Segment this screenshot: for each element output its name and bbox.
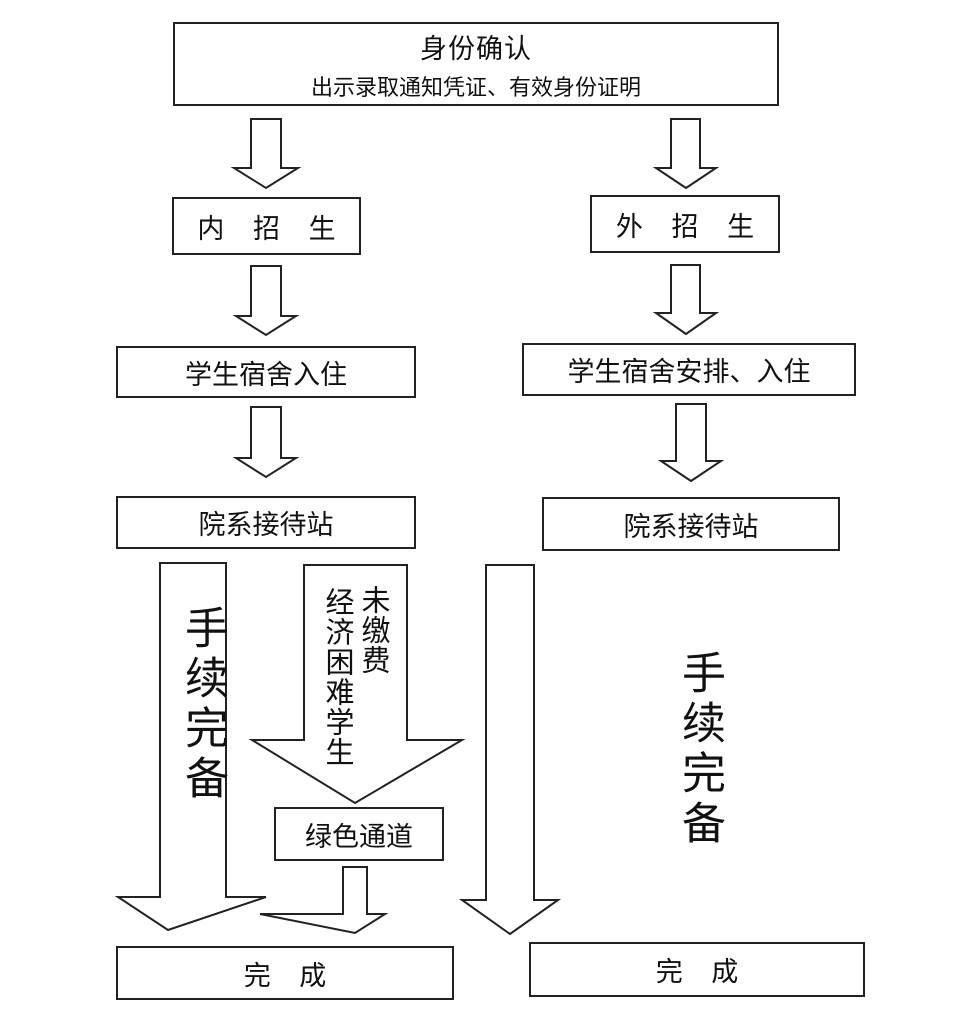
station-left-label: 院系接待站 [198,510,334,541]
identity-check-box: 身份确认 出示录取通知凭证、有效身份证明 [173,22,779,106]
station-left-box: 院系接待站 [116,496,416,549]
arrow-down-green-to-finish [259,866,389,935]
finish-left-label: 完 成 [243,960,337,992]
arrow-down-start-to-internal [230,118,302,190]
external-students-label: 外 招 生 [615,211,765,243]
dorm-checkin-right-box: 学生宿舍安排、入住 [522,343,856,396]
finish-right-label: 完 成 [655,957,749,988]
unpaid-label: 未缴费 [357,585,391,675]
hardship-students-label: 经济困难学生 [321,587,355,767]
dorm-checkin-left-label: 学生宿舍入住 [185,359,347,391]
arrow-down-dorm-to-station-right [657,403,725,483]
station-right-box: 院系接待站 [542,497,840,551]
identity-check-title: 身份确认 [420,33,532,65]
arrow-down-unpaid [248,564,466,805]
green-channel-box: 绿色通道 [274,807,444,861]
arrow-down-complete-right [458,564,562,936]
dorm-checkin-left-box: 学生宿舍入住 [116,346,416,398]
internal-students-box: 内 招 生 [172,197,361,255]
complete-left-label: 手续完备 [177,605,228,805]
external-students-box: 外 招 生 [590,195,780,253]
green-channel-label: 绿色通道 [305,821,413,853]
dorm-checkin-right-label: 学生宿舍安排、入住 [567,357,811,388]
finish-right-box: 完 成 [529,942,865,997]
arrow-down-dorm-to-station-left [232,406,300,479]
finish-left-box: 完 成 [116,946,454,1000]
arrow-down-internal-to-dorm [232,265,300,337]
arrow-down-start-to-external [652,118,720,190]
internal-students-label: 内 招 生 [197,213,346,245]
arrow-down-external-to-dorm [652,264,720,336]
complete-right-label: 手续完备 [674,650,725,850]
identity-check-subtitle: 出示录取通知凭证、有效身份证明 [310,75,641,101]
arrow-down-complete-left [114,562,267,932]
station-right-label: 院系接待站 [623,511,759,543]
